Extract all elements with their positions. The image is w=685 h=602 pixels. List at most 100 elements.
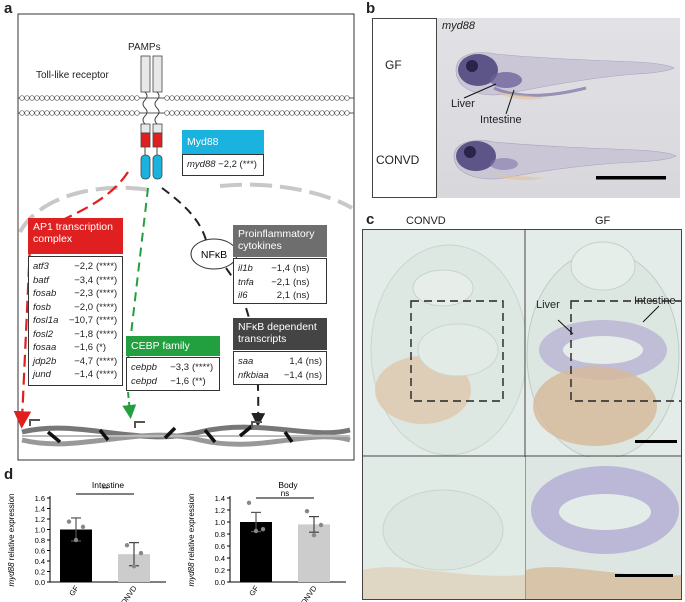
significance: (****) [96,261,118,272]
fold-change: −2,3 [74,288,93,299]
myd88-box-body: myd88 −2,2 (***) [182,154,264,176]
cebp-arrow-head [122,391,137,419]
fold-change: −2,0 [74,301,93,313]
gene-row: fosaa −1,6(*) [33,341,118,355]
significance: (ns) [293,290,310,301]
significance: (ns) [305,356,322,367]
scale-bar-c-bottom [615,574,673,577]
larvae-image [453,52,677,181]
y-tick-label: 0.4 [35,557,45,566]
gene-row: il1b−1,4(ns) [238,262,322,276]
y-axis-label-gene: myd88 [187,562,196,587]
gene-row: saa 1,4(ns) [238,355,322,369]
gene-name: nfkbiaa [238,369,269,381]
panel-b-header: myd88 [442,20,476,32]
section-images [363,230,681,599]
fold-change: −1,6 [74,342,93,353]
data-point [311,533,317,538]
fold-change: 1,4 [289,356,303,367]
y-tick-label: 1.2 [215,506,225,515]
cell-membrane [18,95,354,116]
y-tick-label: 1.4 [35,505,45,514]
gene-row: tnfa−2,1(ns) [238,276,322,290]
significance-label: ns [281,489,289,498]
panel-b-row-gf: GF [385,58,402,72]
gene-row: fosab −2,3(****) [33,287,118,301]
gene-name: fosab [33,288,57,299]
fold-change: 2,1 [276,290,290,301]
y-axis-label-gene: myd88 [7,562,16,587]
gene-row: cebpd−1,6(**) [131,375,215,389]
cytokines-box-title: Proinflammatory cytokines [233,225,327,257]
cebp-box-title: CEBP family [126,336,220,356]
panel-c-liver-label: Liver [536,299,560,311]
fold-change: −10,7 [68,315,93,326]
ap1-box-body: atf3−2,2(****)batf−3,4(****)fosab−2,3(**… [28,256,123,386]
gene-name: il6 [238,290,248,301]
fold-change: −1,4 [74,369,93,380]
fold-change: −1,4 [271,263,290,274]
y-axis-label: myd88 relative expression [187,494,196,587]
gene-name: saa [238,356,254,367]
y-tick-label: 0.2 [35,568,45,577]
gene-name: fosl2 [33,328,54,340]
data-point [318,522,324,528]
data-point [80,524,86,530]
gene-row: batf−3,4(****) [33,274,118,288]
cebp-box-body: cebpb−3,3(****)cebpd−1,6(**) [126,357,220,391]
significance: (****) [96,301,118,313]
y-tick-label: 0.6 [35,547,45,556]
fold-change: −1,8 [74,328,93,340]
gene-row: fosl2−1,8(****) [33,328,118,342]
fold-change: −1,6 [170,375,189,387]
gene-row: nfkbiaa −1,4(ns) [238,369,322,383]
fold-change: −2,1 [271,276,290,288]
x-tick-label: GF [67,584,81,598]
ap1-arrow [13,171,129,429]
significance-label: ** [102,485,108,494]
y-axis-label: myd88 relative expression [7,494,16,587]
data-point [246,500,252,505]
myd88-box-title: Myd88 [182,130,264,154]
convd-larva [453,140,677,181]
y-tick-label: 1.0 [215,518,225,527]
y-axis-label-rest: relative expression [7,494,16,563]
nfkbdep-box-title: NFκB dependent transcripts [233,318,327,350]
y-tick-label: 0.8 [35,536,45,545]
myd88-value: −2,2 (***) [218,159,257,170]
significance: (****) [96,288,118,299]
gene-row: jdp2b −4,7(****) [33,355,118,369]
significance: (ns) [293,263,310,274]
significance: (****) [96,355,118,367]
gene-name: fosb [33,301,51,313]
nfkb-arrow-in [161,187,207,241]
scale-bar-b [596,176,666,180]
gene-name: atf3 [33,261,49,272]
scale-bar-c-top [635,440,677,443]
y-tick-label: 0.8 [215,530,225,539]
fold-change: −1,4 [283,369,303,381]
y-tick-label: 0.0 [215,578,225,587]
nucleus-envelope-right [219,182,354,210]
significance: (****) [96,369,118,380]
panel-c-intestine-label: Intestine [634,295,676,307]
fold-change: −4,7 [74,355,93,367]
data-point [124,543,130,548]
significance: (ns) [305,369,322,381]
y-tick-label: 0.6 [215,542,225,551]
y-tick-label: 1.4 [215,494,225,503]
y-tick-label: 0.4 [215,554,225,563]
gene-name: fosl1a [33,315,59,326]
toll-like-receptor [140,55,163,180]
panel-c-frame [362,229,682,600]
gene-row: il6 2,1(ns) [238,289,322,303]
nfkb-label: NFκB [201,249,227,261]
significance: (**) [192,375,206,387]
significance: (*) [96,342,107,353]
gene-name: jdp2b [33,355,57,367]
panel-b-row-convd: CONVD [376,153,420,167]
gene-row: fosl1a−10,7(****) [33,314,118,328]
gene-name: fosaa [33,342,57,353]
pamps-label: PAMPs [128,42,161,53]
